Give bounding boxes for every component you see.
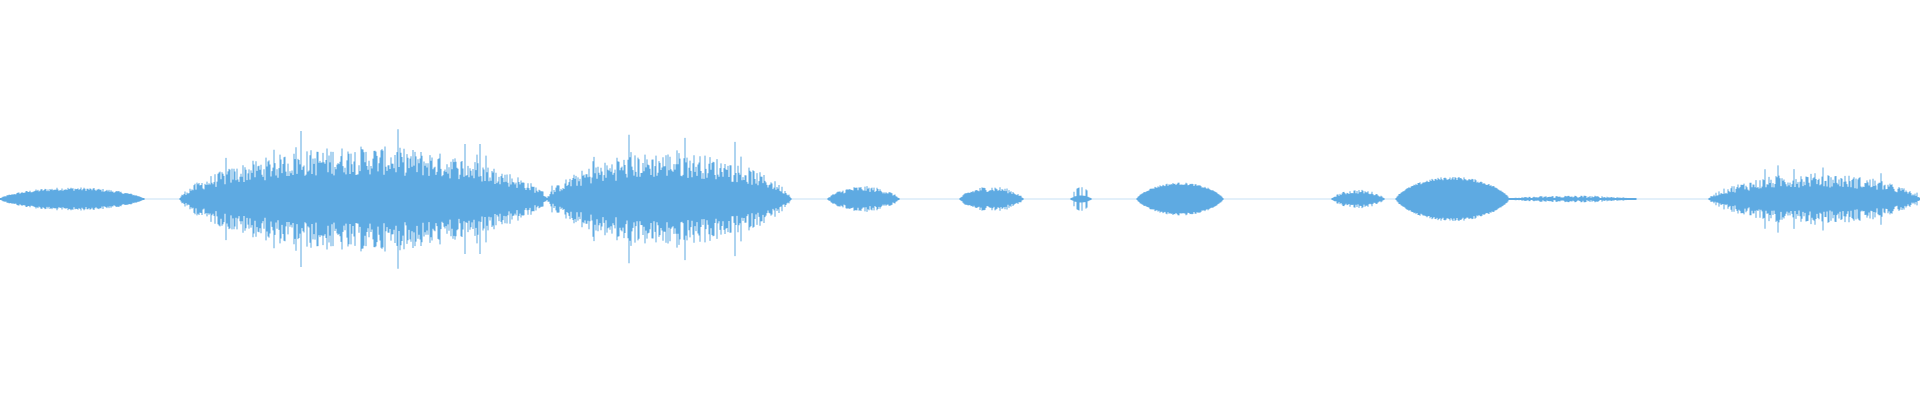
waveform-segment xyxy=(827,186,900,212)
waveform-segment xyxy=(546,134,792,264)
waveform-segment-path xyxy=(827,186,900,212)
waveform-segment xyxy=(959,187,1024,211)
waveform-segment xyxy=(0,187,145,211)
waveform-segment-path xyxy=(1136,182,1224,216)
waveform-segment xyxy=(1708,165,1920,233)
waveform-segment-path xyxy=(959,187,1024,211)
waveform-segment xyxy=(1331,189,1385,209)
waveform-segment-path xyxy=(1508,195,1637,203)
waveform-segment xyxy=(1508,195,1637,203)
waveform-segment-path xyxy=(0,187,145,211)
waveform-segment xyxy=(179,129,548,269)
waveform-segment-path xyxy=(1331,189,1385,209)
waveform-segment-path xyxy=(1708,165,1920,233)
waveform-segment xyxy=(1136,182,1224,216)
waveform-segment-path xyxy=(1070,187,1092,211)
waveform-segment-path xyxy=(179,129,548,269)
waveform-segment-path xyxy=(546,134,792,264)
waveform-segment xyxy=(1070,187,1092,211)
waveform-segment xyxy=(1395,177,1510,221)
waveform-bars xyxy=(0,129,1920,269)
waveform-segment-path xyxy=(1395,177,1510,221)
